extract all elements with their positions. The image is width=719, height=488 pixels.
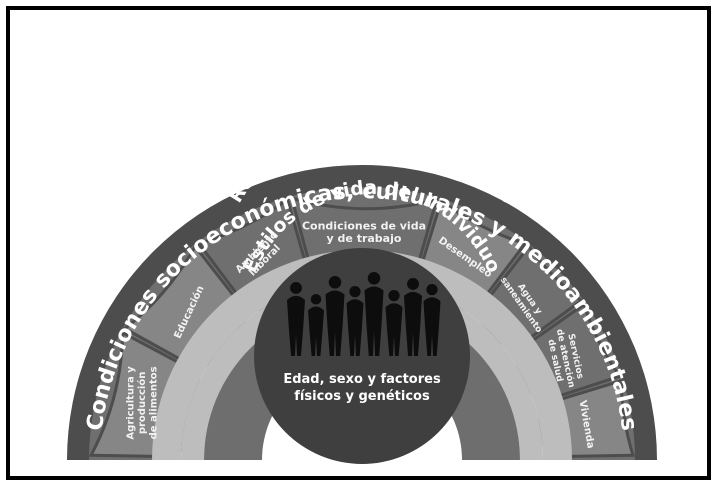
sector-label-line: Agricultura y	[125, 366, 136, 440]
core-circle	[254, 248, 470, 464]
person-head	[310, 294, 322, 305]
person-head	[426, 284, 438, 296]
social-networks-band	[152, 250, 572, 460]
sector-label-line: de alimentos	[148, 366, 159, 439]
person-body	[325, 290, 345, 356]
sector-label-line: producción	[136, 372, 148, 435]
people-silhouettes-icon	[287, 272, 441, 356]
person-head	[349, 286, 361, 298]
double-arrow-icon	[278, 116, 452, 133]
sector-label-line: y de trabajo	[327, 232, 402, 245]
person-body	[346, 299, 364, 356]
person-head	[328, 276, 342, 289]
person-body	[308, 306, 324, 356]
person-body	[364, 286, 384, 356]
person-head	[367, 272, 381, 285]
core-label-line2: físicos y genéticos	[294, 389, 430, 404]
person-body	[404, 291, 422, 356]
person-head	[407, 278, 419, 290]
core-label-line1: Edad, sexo y factores	[283, 372, 441, 387]
sector-label-agricultura: Agricultura yproducciónde alimentos	[125, 366, 159, 440]
person-body	[287, 295, 305, 356]
person-body	[385, 303, 403, 356]
person-head	[290, 282, 302, 294]
person-body	[423, 297, 441, 356]
person-head	[388, 290, 400, 302]
sector-label-line: Condiciones de vida	[302, 220, 426, 233]
